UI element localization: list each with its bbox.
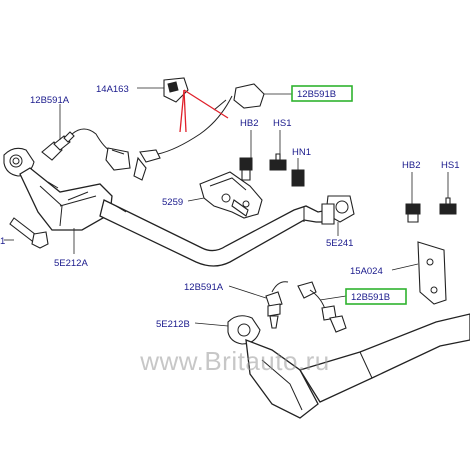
watermark-text: www.Britauto.ru bbox=[140, 346, 330, 376]
label-12B591A-bottom: 12B591A bbox=[184, 282, 224, 293]
oxygen-sensor-12B591A-upper bbox=[41, 128, 131, 171]
clip-14A163 bbox=[163, 77, 189, 103]
leader-lines bbox=[4, 87, 449, 327]
label-HB2-b: HB2 bbox=[402, 160, 420, 171]
label-5259: 5259 bbox=[162, 197, 183, 208]
rear-exhaust-assembly bbox=[227, 281, 470, 419]
oxygen-sensor-12B591B-upper bbox=[133, 83, 265, 181]
bracket-15A024 bbox=[417, 241, 447, 305]
label-15A024: 15A024 bbox=[350, 266, 383, 277]
fastener-HB2-b bbox=[405, 203, 421, 223]
heat-shield-5259 bbox=[199, 171, 263, 219]
fastener-HS1-b bbox=[439, 197, 457, 215]
label-HS1-b: HS1 bbox=[441, 160, 459, 171]
exhaust-pipe bbox=[99, 199, 329, 267]
fastener-HS1-a bbox=[269, 153, 287, 171]
highlight-box-12B591B-top bbox=[291, 85, 353, 102]
label-12B591A-top: 12B591A bbox=[30, 95, 70, 106]
label-HS1-a: HS1 bbox=[273, 118, 291, 129]
label-5E212A: 5E212A bbox=[54, 258, 88, 269]
oxygen-sensor-12B591B-lower bbox=[297, 281, 347, 333]
label-HB2-a: HB2 bbox=[240, 118, 258, 129]
oxygen-sensor-12B591A-lower bbox=[265, 281, 289, 329]
catalytic-converter-5E212B bbox=[227, 315, 319, 419]
label-1: 1 bbox=[0, 236, 5, 247]
rear-exhaust-pipe bbox=[298, 313, 470, 403]
label-12B591B-top: 12B591B bbox=[297, 89, 336, 100]
fastener-HB2-a bbox=[239, 157, 253, 181]
fastener-HN1 bbox=[291, 169, 305, 187]
pipe-flange-5E241 bbox=[321, 195, 355, 225]
label-5E212B: 5E212B bbox=[156, 319, 190, 330]
label-HN1: HN1 bbox=[292, 147, 311, 158]
label-12B591B-bottom: 12B591B bbox=[351, 292, 390, 303]
highlight-leaders bbox=[179, 89, 229, 133]
label-5E241: 5E241 bbox=[326, 238, 353, 249]
catalytic-converter-5E212A bbox=[19, 167, 113, 231]
highlight-box-12B591B-bottom bbox=[345, 288, 407, 305]
front-exhaust-pipe-assembly bbox=[3, 147, 355, 267]
label-14A163: 14A163 bbox=[96, 84, 129, 95]
bolt-1 bbox=[9, 217, 49, 249]
